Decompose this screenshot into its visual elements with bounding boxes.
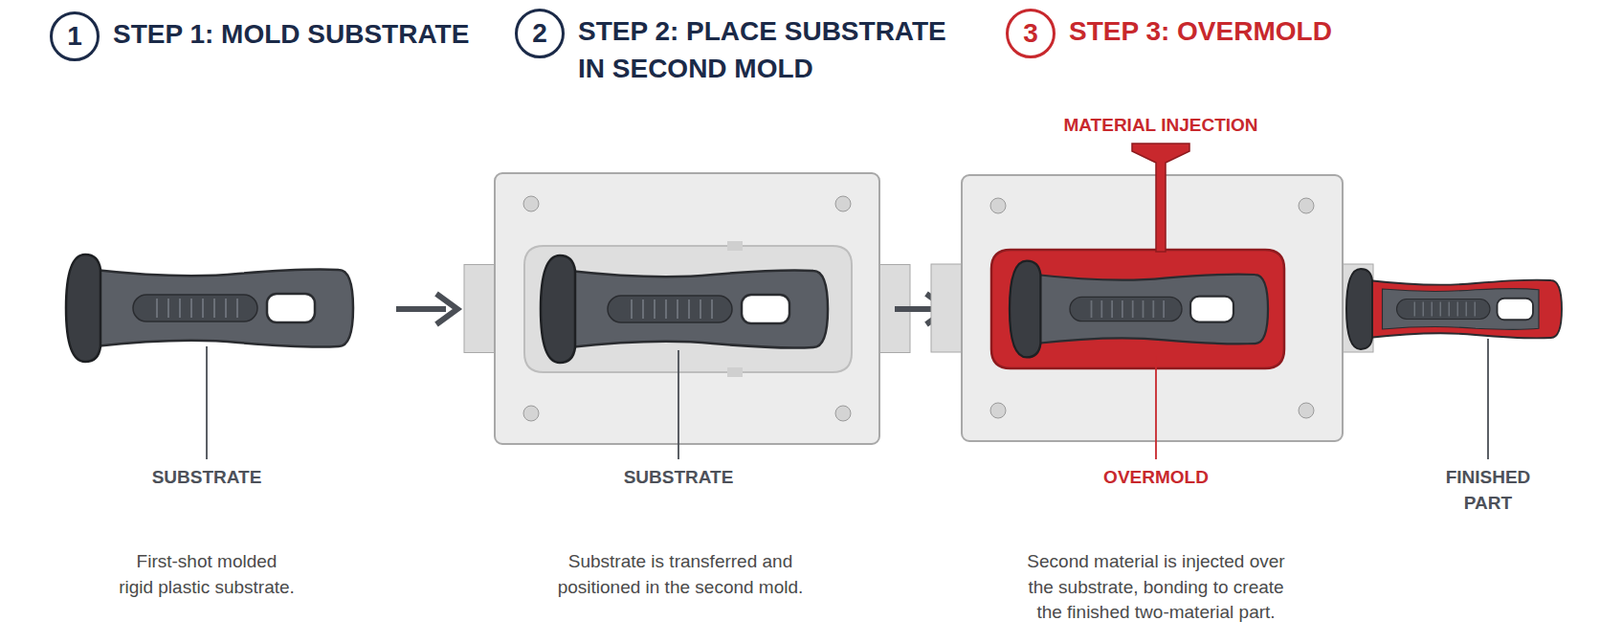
mold-cavity xyxy=(991,249,1285,369)
grip-rib xyxy=(1457,302,1460,317)
callout-label: MATERIAL INJECTION xyxy=(1060,112,1261,139)
grip-groove xyxy=(133,294,258,322)
grip-rib xyxy=(665,299,667,319)
step-heading: STEP 3: OVERMOLD xyxy=(1068,13,1333,51)
step-description: Substrate is transferred and positioned … xyxy=(533,549,827,600)
grip-rib xyxy=(676,299,679,319)
mold-pin-hole xyxy=(1298,198,1314,214)
handle-knob xyxy=(1009,261,1041,358)
grip-rib xyxy=(1414,302,1417,317)
mold-pin-hole xyxy=(835,196,851,212)
handle-knob xyxy=(540,255,576,363)
handle-knob xyxy=(1346,268,1373,350)
step-node: 3 STEP 3: OVERMOLD xyxy=(1005,8,1333,59)
grip-rib xyxy=(1100,300,1103,318)
grip-rib xyxy=(213,298,216,318)
grip-rib xyxy=(653,299,656,319)
mold-pin-hole xyxy=(990,198,1006,214)
step-heading: STEP 2: PLACE SUBSTRATE IN SECOND MOLD xyxy=(577,13,961,88)
grip-rib xyxy=(1422,302,1425,317)
grip-rib xyxy=(178,298,181,318)
step-node: 1 STEP 1: MOLD SUBSTRATE xyxy=(49,11,469,62)
flow-arrowhead xyxy=(436,293,458,325)
grip-rib xyxy=(190,298,193,318)
leader-line xyxy=(205,346,208,460)
handle-figure xyxy=(1009,261,1268,358)
mold-pin-hole xyxy=(1298,402,1314,419)
grip-rib xyxy=(155,298,158,318)
grip-groove xyxy=(607,295,733,323)
handle-body xyxy=(94,269,354,348)
grip-groove xyxy=(1397,299,1491,320)
leader-line xyxy=(1155,355,1157,460)
step-node: 2STEP 2: PLACE SUBSTRATE IN SECOND MOLD xyxy=(514,8,961,88)
handle-body xyxy=(1035,274,1268,345)
grip-rib xyxy=(1132,300,1134,318)
grip-rib xyxy=(630,299,633,319)
leader-line xyxy=(677,350,680,460)
mold-pin-hole xyxy=(990,402,1006,419)
grip-rib xyxy=(1142,300,1145,318)
grip-rib xyxy=(1474,302,1477,317)
mold-pin-hole xyxy=(835,405,851,422)
grip-rib xyxy=(699,299,702,319)
grip-rib xyxy=(1431,302,1434,317)
grip-rib xyxy=(711,299,713,319)
part-label: SUBSTRATE xyxy=(621,465,737,491)
leader-line xyxy=(1487,338,1489,460)
grip-rib xyxy=(688,299,690,319)
part-label: SUBSTRATE xyxy=(149,465,266,491)
grip-rib xyxy=(1090,300,1093,318)
mold-pin-hole xyxy=(523,405,539,422)
grip-rib xyxy=(224,298,227,318)
handle-figure xyxy=(66,254,354,362)
mold-pin-hole xyxy=(523,196,539,212)
handle-knob xyxy=(66,254,101,362)
grip-rib xyxy=(167,298,170,318)
grip-rib xyxy=(236,298,239,318)
part-label: FINISHED PART xyxy=(1432,465,1545,516)
step-number: 2 xyxy=(514,8,565,59)
step-number: 1 xyxy=(49,11,100,62)
step-description: First-shot molded rigid plastic substrat… xyxy=(79,549,334,600)
grip-rib xyxy=(1162,300,1165,318)
mold-plate xyxy=(961,175,1343,442)
handle-slot xyxy=(1190,296,1234,323)
grip-rib xyxy=(1440,302,1443,317)
grip-rib xyxy=(1448,302,1451,317)
step-heading: STEP 1: MOLD SUBSTRATE xyxy=(112,16,469,54)
handle-figure xyxy=(1346,268,1562,350)
handle-slot xyxy=(741,294,790,324)
handle-body xyxy=(1368,280,1563,339)
flow-arrow xyxy=(894,306,936,312)
grip-rib xyxy=(1111,300,1113,318)
grip-rib xyxy=(1121,300,1124,318)
handle-slot xyxy=(266,293,315,323)
part-label: OVERMOLD xyxy=(1100,465,1212,491)
grip-rib xyxy=(1466,302,1468,317)
grip-groove xyxy=(1069,296,1182,321)
step-description: Second material is injected over the sub… xyxy=(995,549,1317,626)
flow-arrow xyxy=(396,306,446,312)
mold-cavity xyxy=(524,245,852,373)
mold-plate xyxy=(494,173,880,445)
cavity-notch xyxy=(727,241,743,251)
sprue-channel xyxy=(1132,143,1190,252)
grip-rib xyxy=(642,299,645,319)
cavity-notch xyxy=(727,367,743,378)
grip-rib xyxy=(1152,300,1155,318)
grip-rib xyxy=(201,298,204,318)
handle-figure xyxy=(540,255,828,363)
substrate-panel xyxy=(1382,288,1540,331)
step-number: 3 xyxy=(1005,8,1056,59)
handle-body xyxy=(569,270,828,349)
handle-slot xyxy=(1497,298,1534,321)
